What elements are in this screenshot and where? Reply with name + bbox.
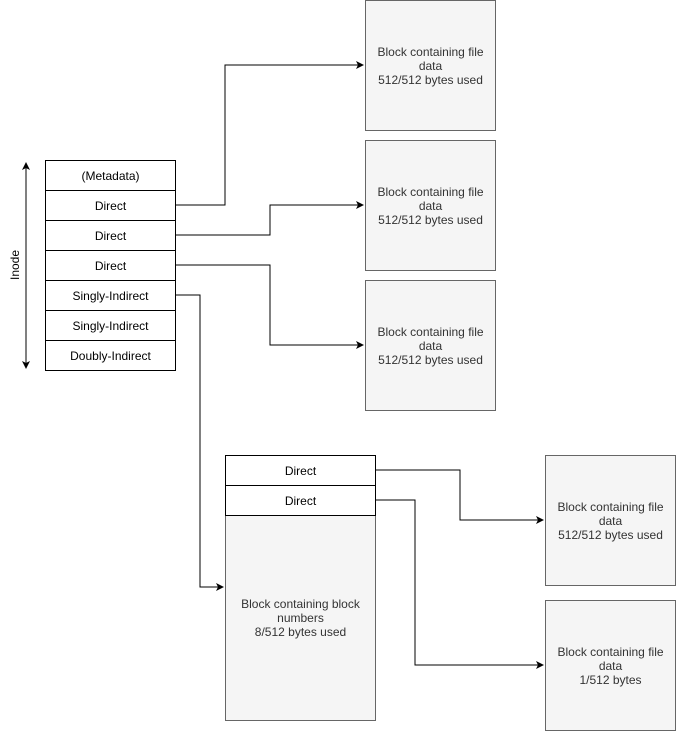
indirect-data-block-1-line3: 512/512 bytes used: [558, 527, 663, 542]
indirect-data-block-2-line1: Block containing file: [557, 644, 664, 659]
indirect-data-block-1: Block containing file data 512/512 bytes…: [545, 455, 676, 586]
connector-direct-1: [175, 61, 364, 206]
indirect-data-block-2-line2: data: [598, 658, 623, 673]
connector-indirect-direct-1: [375, 469, 544, 524]
data-block-1-line3: 512/512 bytes used: [378, 72, 483, 87]
data-block-2: Block containing file data 512/512 bytes…: [365, 140, 496, 271]
data-block-1: Block containing file data 512/512 bytes…: [365, 0, 496, 131]
indirect-row-direct-1: Direct: [225, 455, 376, 486]
indirect-block-line3: 8/512 bytes used: [254, 625, 347, 639]
inode-row-metadata: (Metadata): [45, 160, 176, 191]
indirect-data-block-1-line2: data: [598, 513, 623, 528]
data-block-3-line3: 512/512 bytes used: [378, 352, 483, 367]
data-block-2-line3: 512/512 bytes used: [378, 212, 483, 227]
connector-direct-2: [175, 201, 364, 236]
inode-row-doubly-indirect: Doubly-Indirect: [45, 340, 176, 371]
indirect-data-block-1-line1: Block containing file: [557, 499, 664, 514]
indirect-data-block-2: Block containing file data 1/512 bytes: [545, 600, 676, 731]
data-block-1-line1: Block containing file: [377, 44, 484, 59]
data-block-2-line1: Block containing file: [377, 184, 484, 199]
indirect-block-line2: numbers: [277, 611, 324, 625]
inode-row-direct-2: Direct: [45, 220, 176, 251]
data-block-3-line1: Block containing file: [377, 324, 484, 339]
connector-indirect-direct-2: [375, 499, 544, 669]
data-block-3-line2: data: [418, 338, 443, 353]
data-block-3: Block containing file data 512/512 bytes…: [365, 280, 496, 411]
data-block-1-line2: data: [418, 58, 443, 73]
indirect-data-block-2-line3: 1/512 bytes: [579, 672, 642, 687]
inode-row-direct-3: Direct: [45, 250, 176, 281]
inode-row-direct-1: Direct: [45, 190, 176, 221]
inode-label: Inode: [8, 249, 22, 281]
indirect-block-line1: Block containing block: [241, 597, 360, 611]
connector-direct-3: [175, 264, 364, 349]
indirect-row-direct-2: Direct: [225, 485, 376, 516]
inode-row-singly-indirect-1: Singly-Indirect: [45, 280, 176, 311]
data-block-2-line2: data: [418, 198, 443, 213]
inode-row-singly-indirect-2: Singly-Indirect: [45, 310, 176, 341]
connector-singly-indirect: [175, 294, 224, 591]
